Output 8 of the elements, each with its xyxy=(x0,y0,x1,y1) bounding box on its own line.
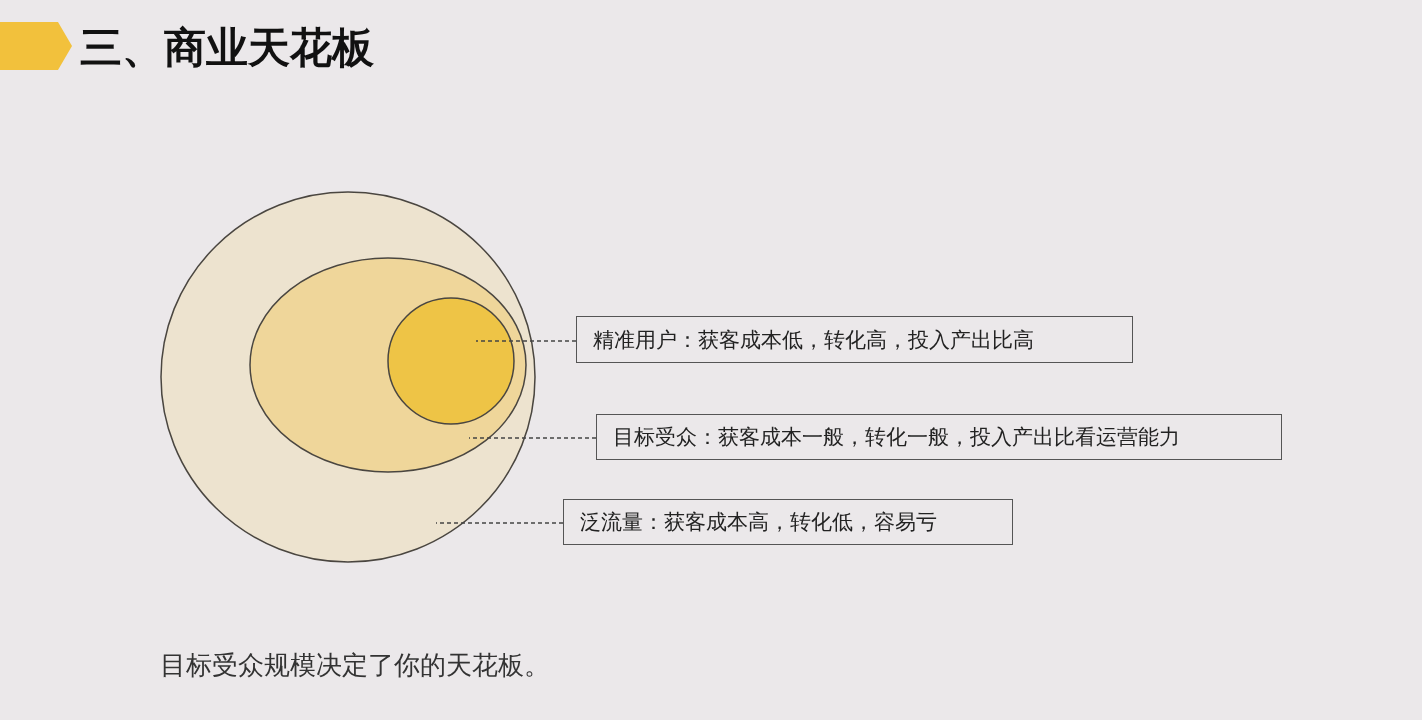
description-box: 精准用户：获客成本低，转化高，投入产出比高 xyxy=(576,316,1133,363)
description-box: 目标受众：获客成本一般，转化一般，投入产出比看运营能力 xyxy=(596,414,1282,460)
leader-line xyxy=(475,340,577,342)
description-box: 泛流量：获客成本高，转化低，容易亏 xyxy=(563,499,1013,545)
caption: 目标受众规模决定了你的天花板。 xyxy=(160,649,550,682)
leader-line xyxy=(468,437,597,439)
slide-title: 三、商业天花板 xyxy=(80,22,374,74)
leader-line xyxy=(435,522,564,524)
